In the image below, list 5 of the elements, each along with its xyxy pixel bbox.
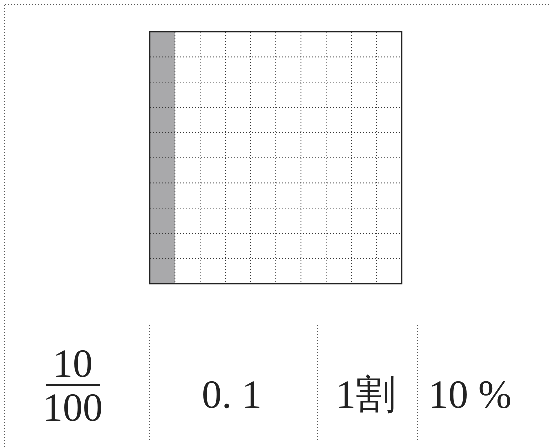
ratio-text: 1割 — [336, 375, 396, 415]
fraction-numerator: 10 — [53, 344, 93, 384]
fraction-denominator: 100 — [43, 388, 103, 428]
decimal-number: 0. 1 — [202, 375, 262, 415]
percent-text: 10 % — [428, 375, 512, 415]
